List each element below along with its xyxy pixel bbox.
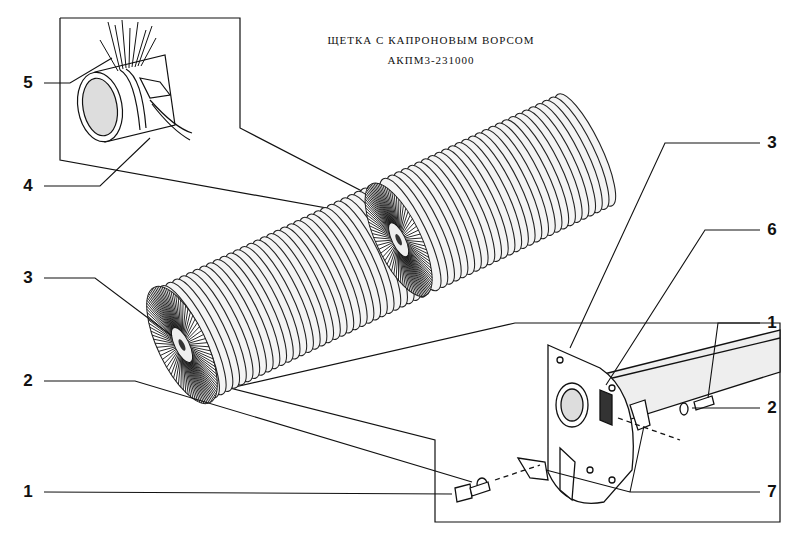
leader-line <box>44 58 760 494</box>
callout-number: 4 <box>23 176 32 196</box>
callout-number: 6 <box>767 220 776 240</box>
callout-number: 3 <box>23 268 32 288</box>
detail-tube <box>72 55 192 145</box>
callout-number: 1 <box>23 482 32 502</box>
callout-number: 1 <box>767 313 776 333</box>
end-plate-detail <box>455 330 780 503</box>
callout-number: 2 <box>23 371 32 391</box>
callout-number: 3 <box>767 133 776 153</box>
bristle-disc <box>133 277 232 413</box>
bristle-disc <box>352 174 446 305</box>
detail-bristles <box>100 20 156 71</box>
part-code: АКПМ3-231000 <box>387 53 474 67</box>
title-text: ЩЕТКА С КАПРОНОВЫМ ВОРСОМ <box>327 33 534 47</box>
inset-frame <box>60 18 382 218</box>
callout-number: 7 <box>767 482 776 502</box>
callout-number: 2 <box>767 398 776 418</box>
callout-number: 5 <box>23 73 32 93</box>
